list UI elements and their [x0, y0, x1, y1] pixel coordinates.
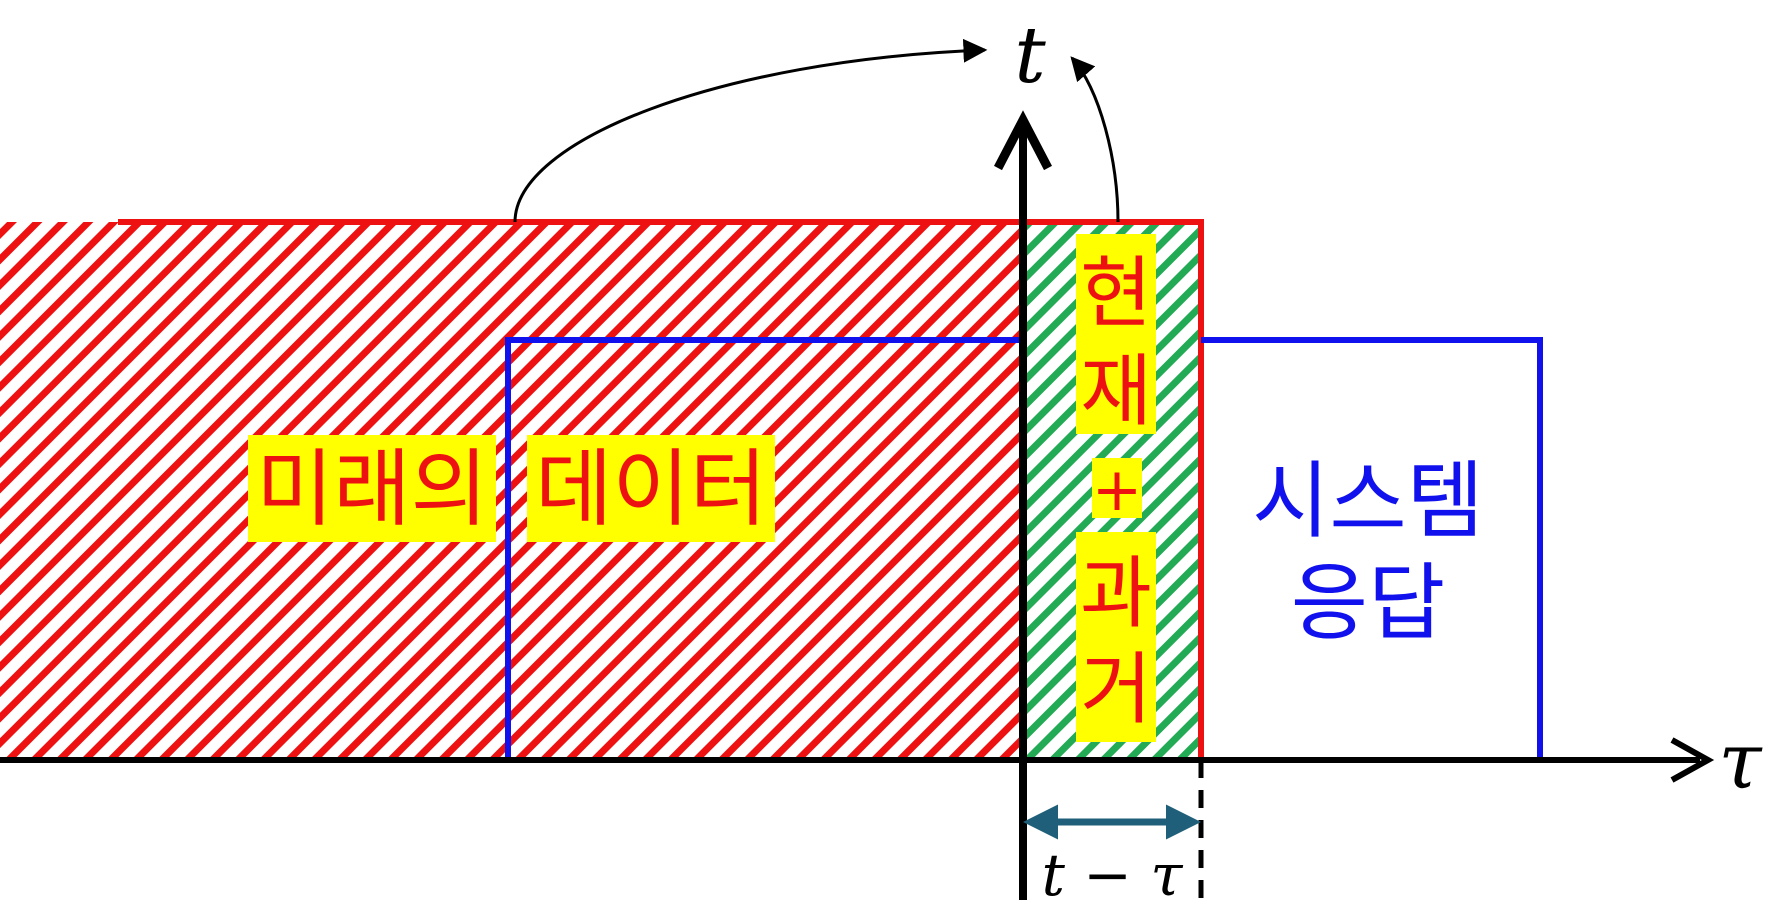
- present-past-char-3: +: [1092, 455, 1142, 525]
- present-past-label-bg-3: [1076, 532, 1156, 742]
- future-data-region: [0, 222, 1023, 760]
- t-axis-label: t: [1014, 11, 1046, 101]
- future-data-label-bg-1: [248, 435, 496, 542]
- system-response-outline-left: [505, 337, 1023, 760]
- t-axis-arrowhead: [994, 110, 1052, 171]
- system-response-outline-right: [1201, 337, 1543, 760]
- future-data-label-word2: 데이터: [535, 440, 767, 538]
- system-response-label-line1: 시스템: [1252, 452, 1484, 550]
- future-data-curve-arrow: [513, 38, 988, 223]
- interval-label: t − τ: [1042, 841, 1184, 909]
- tau-axis-label: τ: [1718, 717, 1763, 807]
- present-past-char-4: 과: [1080, 549, 1152, 639]
- present-past-char-5: 거: [1080, 645, 1152, 735]
- present-past-label-bg-1: [1076, 234, 1156, 434]
- present-past-char-2: 재: [1080, 347, 1152, 437]
- future-data-label-word1: 미래의: [256, 440, 488, 538]
- present-past-curve-arrow: [1070, 56, 1120, 223]
- tau-axis-arrowhead: [1670, 737, 1715, 783]
- system-response-label-line2: 응답: [1291, 554, 1446, 652]
- data-signal-outline: [118, 219, 1204, 760]
- present-past-char-1: 현: [1080, 249, 1152, 339]
- future-data-label-bg-2: [527, 435, 775, 542]
- present-past-label-bg-2: [1092, 458, 1142, 518]
